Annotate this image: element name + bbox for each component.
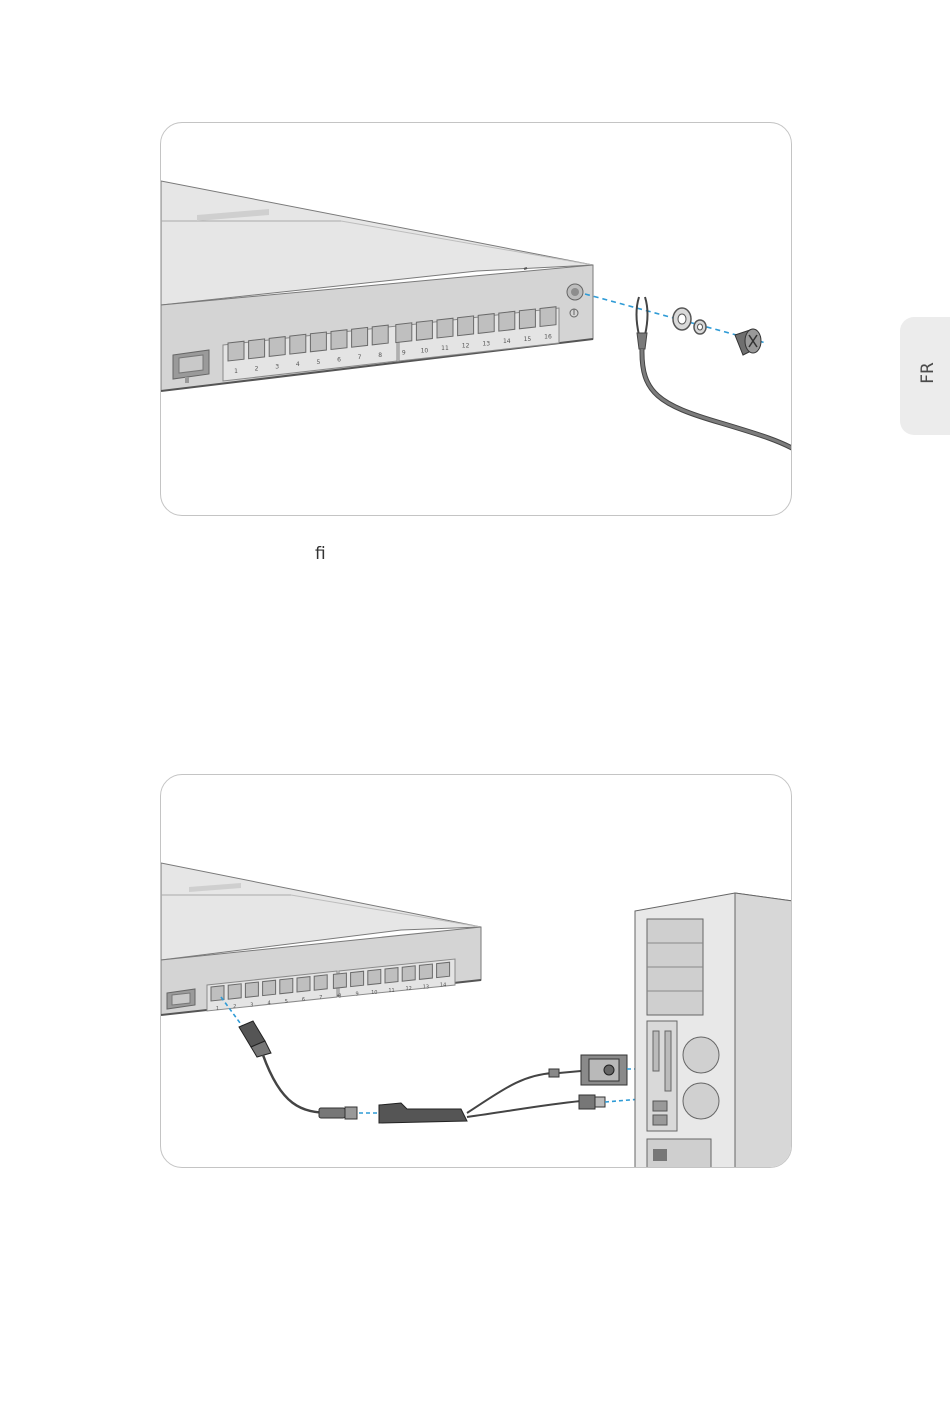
port-number-label: 9 [402, 350, 406, 357]
port-number-label: 1 [216, 1006, 219, 1012]
language-tab[interactable]: FR [900, 317, 950, 435]
rj45-port [385, 968, 398, 983]
port-number-label: 3 [250, 1002, 253, 1008]
port-number-label: 5 [285, 999, 288, 1005]
port-number-label: 14 [503, 338, 511, 345]
language-tab-label: FR [918, 353, 938, 393]
screw [735, 329, 761, 355]
vga-console-port [167, 989, 195, 1009]
cable-connector [319, 1107, 357, 1119]
rj45-port [333, 973, 346, 988]
port-number-label: 7 [319, 995, 322, 1001]
port-number-label: 1 [234, 368, 238, 375]
stray-ligature-text: ﬁ [315, 544, 326, 564]
port-number-label: 8 [338, 993, 341, 999]
rj45-port [310, 332, 326, 352]
washer-large [673, 308, 691, 330]
rj45-port [228, 341, 244, 361]
rj45-port [280, 978, 293, 993]
rj45-port [499, 311, 515, 331]
washer-small [694, 320, 706, 334]
rj45-port [331, 330, 347, 350]
usb-adapter [379, 1103, 467, 1123]
port-number-label: 10 [421, 347, 429, 354]
port-number-label: 12 [462, 343, 470, 350]
rj45-port [263, 980, 276, 995]
port-number-label: 4 [296, 361, 300, 368]
port-number-label: 11 [441, 345, 449, 352]
rj45-port [540, 307, 556, 327]
rj45-port [478, 314, 494, 334]
rj45-port [419, 964, 432, 979]
port-number-label: 13 [423, 984, 429, 990]
ground-cable [637, 297, 793, 453]
rj45-port [396, 323, 412, 343]
db9-connector [581, 1055, 627, 1085]
port-number-label: 10 [371, 990, 377, 996]
port-number-label: 15 [524, 336, 532, 343]
port-number-label: 9 [356, 992, 359, 998]
port-number-label: 2 [255, 366, 259, 373]
rj45-port [372, 325, 388, 345]
port-number-label: 6 [302, 997, 305, 1003]
port-number-label: 4 [268, 1001, 271, 1007]
rj45-port [314, 975, 327, 990]
rj45-port [297, 977, 310, 992]
port-number-label: 12 [406, 986, 412, 992]
rj45-port [437, 962, 450, 977]
rj45-port [519, 309, 535, 329]
rj45-port [402, 966, 415, 981]
rj45-port [249, 339, 265, 359]
usb-plug [579, 1095, 605, 1109]
port-number-label: 5 [316, 359, 320, 366]
port-number-label: 11 [388, 988, 394, 994]
rj45-port [416, 321, 432, 341]
rj45-port [437, 318, 453, 338]
rj45-plug [239, 1021, 271, 1057]
rj45-port [351, 971, 364, 986]
rj45-port [290, 334, 306, 354]
usb-cable-branch [467, 1101, 581, 1117]
pc-tower [635, 893, 792, 1168]
port-number-label: 16 [544, 334, 552, 341]
console-cable [263, 1055, 331, 1113]
rj45-port [368, 969, 381, 984]
port-number-label: 8 [378, 352, 382, 359]
rj45-port [458, 316, 474, 336]
rj45-port [352, 327, 368, 347]
rj45-port [228, 984, 241, 999]
port-number-label: 13 [482, 340, 490, 347]
rj45-port [245, 982, 258, 997]
port-number-label: 14 [440, 983, 446, 989]
rj45-port [269, 337, 285, 357]
port-number-label: 6 [337, 357, 341, 364]
port-number-label: 2 [233, 1004, 236, 1010]
port-number-label: 7 [358, 354, 362, 361]
port-number-label: 3 [275, 363, 279, 370]
